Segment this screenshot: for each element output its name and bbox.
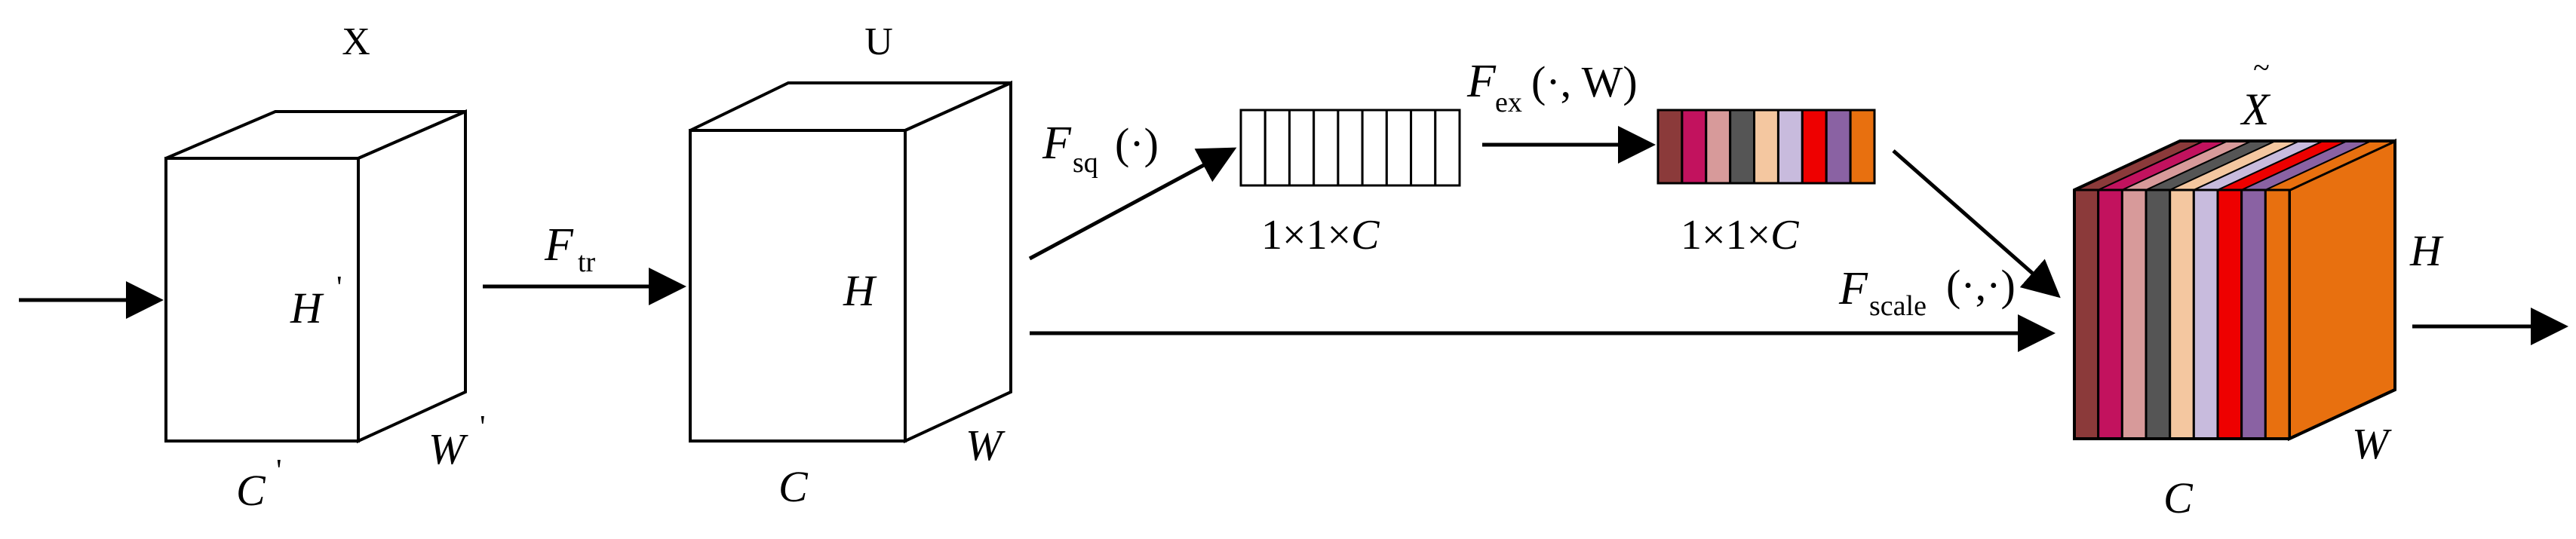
- output-h-label: H: [2409, 226, 2444, 275]
- tensor-x-cube: [164, 109, 467, 444]
- squeeze-dim-c: C: [1351, 212, 1380, 259]
- excitation-cell: [1681, 109, 1708, 185]
- squeeze-cell: [1361, 109, 1388, 187]
- squeeze-vector: [1239, 109, 1461, 187]
- excitation-cell: [1801, 109, 1828, 185]
- output-front-slice: [2073, 188, 2100, 440]
- f-ex-args: (·, W): [1531, 57, 1638, 106]
- tensor-x-h-label: H: [290, 283, 324, 332]
- excitation-cell: [1849, 109, 1876, 185]
- excitation-cell: [1729, 109, 1756, 185]
- output-front-slice: [2145, 188, 2172, 440]
- excitation-dim-numbers: 1×1×: [1681, 212, 1770, 259]
- squeeze-dim-label: 1×1×C: [1261, 212, 1380, 259]
- tensor-u-h-label: H: [843, 266, 877, 315]
- squeeze-dim-numbers: 1×1×: [1261, 212, 1351, 259]
- tensor-u-w-label: W: [966, 421, 1006, 470]
- tensor-u-c-label: C: [778, 462, 809, 511]
- f-scale-label: F: [1838, 263, 1868, 314]
- excitation-dim-label: 1×1×C: [1681, 212, 1799, 259]
- excitation-vector: [1656, 109, 1876, 185]
- squeeze-cell: [1337, 109, 1364, 187]
- f-sq-label: F: [1042, 118, 1072, 169]
- tensor-x-c-label: C: [236, 466, 266, 515]
- f-sq-subscript: sq: [1073, 147, 1098, 179]
- f-sq-arrow: [1028, 147, 1237, 261]
- tensor-u-cube: [689, 80, 1012, 444]
- output-front-slice: [2097, 188, 2123, 440]
- squeeze-cell: [1313, 109, 1340, 187]
- output-c-label: C: [2163, 473, 2194, 522]
- excitation-dim-c: C: [1770, 212, 1799, 259]
- squeeze-cell: [1410, 109, 1437, 187]
- output-front-slice: [2192, 188, 2219, 440]
- f-ex-label: F: [1466, 56, 1497, 107]
- squeeze-cell: [1385, 109, 1413, 187]
- squeeze-cell: [1434, 109, 1461, 187]
- tensor-x-h-prime: ': [336, 271, 342, 305]
- squeeze-cell: [1263, 109, 1291, 187]
- output-front-slice: [2264, 188, 2291, 440]
- squeeze-cell: [1239, 109, 1267, 187]
- output-title: X: [2240, 84, 2271, 134]
- output-w-label: W: [2352, 419, 2392, 468]
- f-scale-args: (·,·): [1946, 261, 2016, 310]
- tensor-x-c-prime: ': [276, 454, 282, 488]
- tensor-x-title: X: [342, 20, 370, 63]
- squeeze-cell: [1288, 109, 1316, 187]
- output-front-slice: [2169, 188, 2195, 440]
- output-front-slice: [2216, 188, 2243, 440]
- f-scale-subscript: scale: [1869, 290, 1927, 322]
- excitation-cell: [1776, 109, 1804, 185]
- output-title-tilde: ~: [2253, 51, 2270, 84]
- excitation-cell: [1825, 109, 1852, 185]
- f-ex-subscript: ex: [1495, 87, 1522, 118]
- tensor-x-w-label: W: [428, 424, 468, 473]
- excitation-cell: [1705, 109, 1732, 185]
- output-cube-outline: [2073, 139, 2396, 440]
- f-tr-label: F: [544, 219, 574, 271]
- output-tensor-cube: [2073, 138, 2396, 442]
- excitation-cell: [1753, 109, 1779, 185]
- output-front-slice: [2120, 188, 2148, 440]
- excitation-cell: [1656, 109, 1684, 185]
- output-front-slice: [2240, 188, 2267, 440]
- tensor-x-w-prime: ': [480, 410, 486, 445]
- f-tr-subscript: tr: [578, 247, 596, 278]
- output-side-face: [2288, 138, 2396, 442]
- excitation-to-scale-arrow: [1892, 149, 2061, 299]
- tensor-u-title: U: [864, 20, 893, 63]
- f-sq-args: (·): [1115, 119, 1159, 168]
